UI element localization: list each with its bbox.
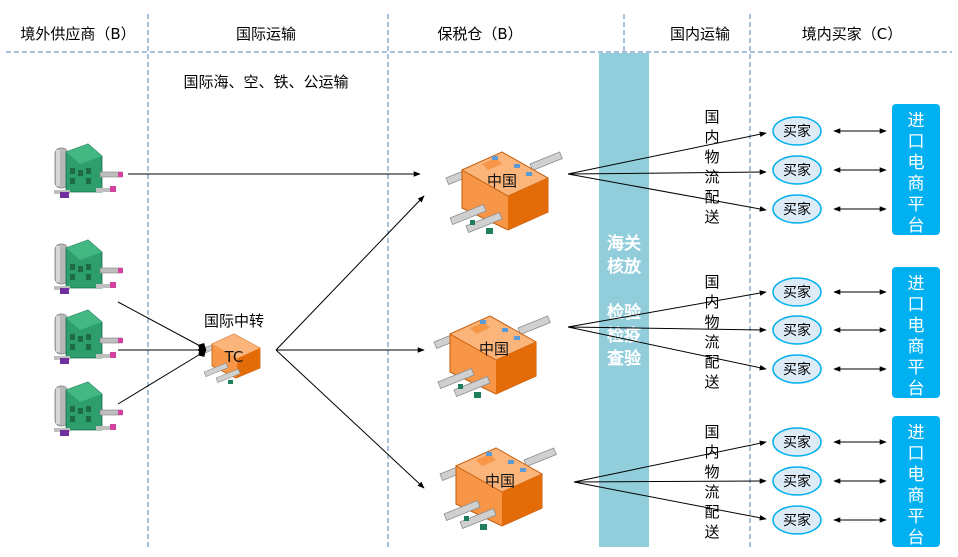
domestic-delivery-label: 国内物流配送 [704, 108, 719, 226]
arrow-warehouse-to-buyer [567, 169, 767, 175]
factory-icon [53, 239, 124, 295]
buyer-node: 买家 [772, 315, 822, 345]
buyer-label: 买家 [783, 123, 811, 140]
buyer-label: 买家 [783, 434, 811, 451]
header-row: 境外供应商（B） 国际运输 保税仓（B） 国内运输 境内买家（C） [20, 25, 902, 43]
warehouse-icon: 中国 [433, 315, 551, 399]
connector-supplier-to-tc [117, 349, 206, 405]
arrow-warehouse-to-buyer [567, 326, 767, 371]
buyer-node: 买家 [772, 116, 822, 146]
import-ecommerce-platform-box [892, 416, 940, 547]
arrow-warehouse-to-buyer [567, 131, 767, 175]
buyer-label: 买家 [783, 473, 811, 490]
buyer-label: 买家 [783, 162, 811, 179]
buyer-node: 买家 [772, 194, 822, 224]
warehouse-icon: 中国 [439, 447, 557, 531]
arrow-warehouse-to-buyer [567, 173, 767, 212]
warehouse-icon: 中国 [445, 151, 563, 235]
intl-transit-label: 国际中转 [204, 312, 264, 330]
factory-icon [53, 143, 124, 199]
domestic-delivery-label: 国内物流配送 [704, 423, 719, 541]
warehouse-label: 中国 [487, 172, 517, 190]
warehouse-label: 中国 [485, 472, 515, 490]
arrow-tc-to-warehouse [275, 349, 425, 489]
platform-label: 进口电商平台 [908, 423, 925, 548]
buyer-label: 买家 [783, 284, 811, 301]
platform-label: 进口电商平台 [908, 111, 925, 236]
buyer-label: 买家 [783, 201, 811, 218]
customs-text-line: 查验 [606, 348, 642, 369]
connector-supplier-to-tc [117, 301, 206, 351]
factory-icon [53, 381, 124, 437]
flow-arrows [117, 128, 887, 523]
tc-label: TC [224, 348, 244, 366]
buyer-node: 买家 [772, 505, 822, 535]
arrow-warehouse-to-buyer [567, 326, 767, 333]
customs-inspection-bar [599, 53, 649, 547]
transit-center-icon: TC [203, 333, 261, 385]
import-ecommerce-platform-box [892, 104, 940, 235]
column-header-domestic-transport: 国内运输 [670, 25, 730, 43]
arrow-warehouse-to-buyer [573, 481, 767, 521]
bonded-warehouses: 中国 中国 中国 [433, 151, 563, 531]
buyer-label: 买家 [783, 322, 811, 339]
warehouse-label: 中国 [479, 340, 509, 358]
arrow-warehouse-to-buyer [567, 290, 767, 328]
column-header-bonded-warehouse: 保税仓（B） [437, 25, 522, 43]
column-header-domestic-buyer: 境内买家（C） [802, 25, 902, 43]
intl-transport-modes-label: 国际海、空、铁、公运输 [183, 73, 348, 91]
arrow-tc-to-warehouse [275, 195, 425, 351]
platform-label: 进口电商平台 [908, 274, 925, 399]
buyer-node: 买家 [772, 427, 822, 457]
arrow-warehouse-to-buyer [573, 440, 767, 483]
buyer-label: 买家 [783, 361, 811, 378]
column-header-overseas-supplier: 境外供应商（B） [20, 25, 135, 43]
domestic-delivery-label: 国内物流配送 [704, 273, 719, 391]
factory-icon [53, 309, 124, 365]
customs-text-line: 检验 [607, 302, 642, 323]
column-header-international-transport: 国际运输 [236, 25, 296, 43]
buyer-node: 买家 [772, 354, 822, 384]
customs-text-line: 海关 [607, 233, 641, 254]
buyer-node: 买家 [772, 466, 822, 496]
domestic-buyers: 买家 买家 买家 买家 买家 买家 买家 买家 买家 [772, 116, 822, 535]
buyer-label: 买家 [783, 512, 811, 529]
buyer-node: 买家 [772, 155, 822, 185]
import-ecommerce-platform-box [892, 267, 940, 398]
overseas-suppliers [53, 143, 124, 437]
buyer-node: 买家 [772, 277, 822, 307]
customs-text-line: 核放 [607, 256, 642, 277]
arrow-warehouse-to-buyer [573, 478, 767, 484]
